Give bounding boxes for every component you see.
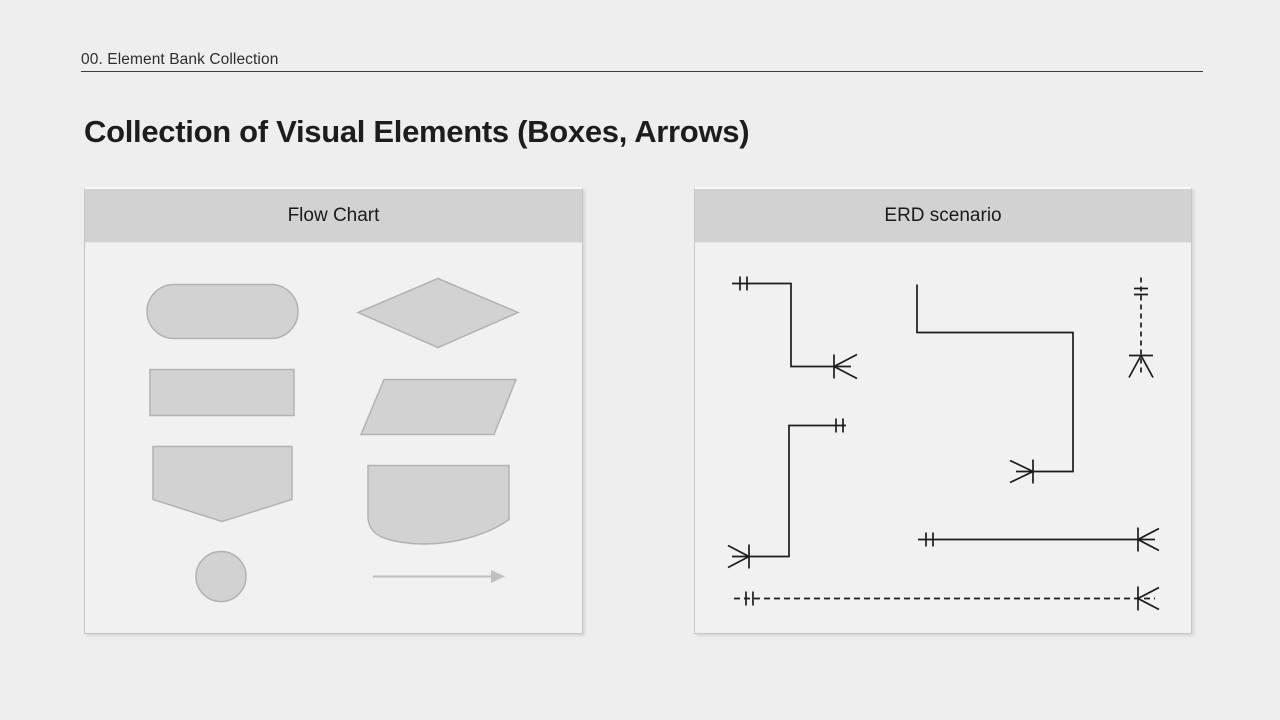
erd-panel-title: ERD scenario	[884, 204, 1002, 226]
page-title: Collection of Visual Elements (Boxes, Ar…	[84, 114, 750, 149]
decision-diamond-shape	[356, 277, 520, 349]
connector-circle-shape	[195, 550, 247, 603]
erd-connector-dashed-one-to-many	[734, 586, 1160, 611]
terminator-stadium-shape	[146, 283, 299, 340]
erd-connector-one-to-many-elbow-1	[732, 276, 858, 380]
flow-chart-canvas	[146, 277, 520, 603]
gray-right-arrow	[373, 570, 505, 583]
header-divider	[81, 71, 1203, 72]
data-parallelogram-shape	[359, 378, 518, 436]
erd-connector-dashed-vertical-one-to-many	[1128, 277, 1154, 378]
offpage-connector-pentagon-shape	[152, 445, 293, 523]
flow-chart-panel: Flow Chart	[84, 187, 583, 634]
document-wave-shape	[367, 464, 510, 545]
erd-connector-plain-to-many-elbow	[916, 284, 1074, 484]
erd-panel-body	[695, 243, 1191, 634]
flow-chart-panel-title: Flow Chart	[287, 204, 380, 226]
erd-connector-straight-one-to-many	[918, 527, 1160, 552]
erd-panel-header: ERD scenario	[695, 189, 1191, 243]
erd-connector-one-to-many-elbow-2	[727, 418, 846, 569]
page-eyebrow: 00. Element Bank Collection	[81, 51, 279, 68]
process-rectangle-shape	[149, 368, 295, 417]
flow-chart-panel-header: Flow Chart	[85, 189, 582, 243]
erd-panel: ERD scenario	[694, 187, 1192, 634]
flow-chart-panel-body	[85, 243, 582, 634]
erd-canvas	[727, 276, 1160, 611]
